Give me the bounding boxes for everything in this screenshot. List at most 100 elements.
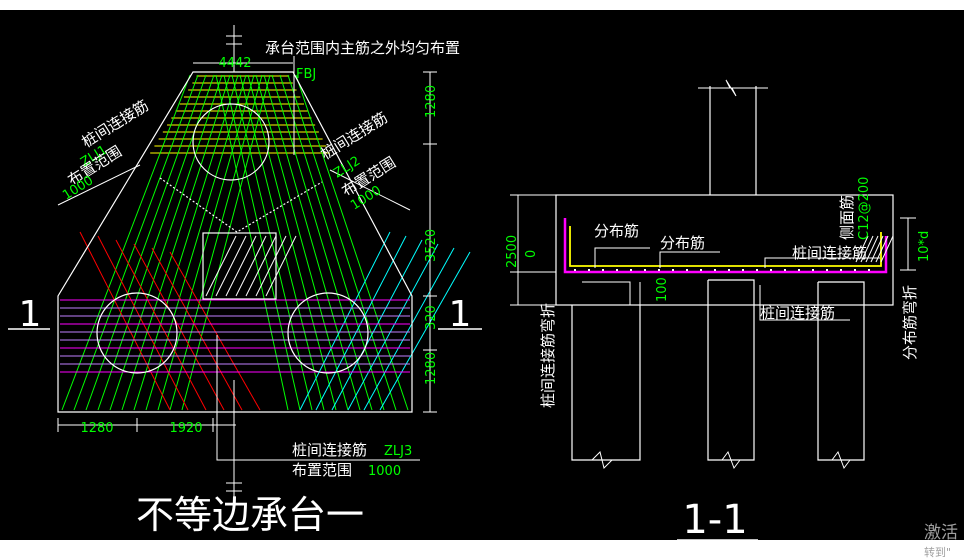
zhuangjian-top-leader <box>764 257 880 268</box>
red-rebar-line <box>115 239 207 411</box>
green-rebar-line-left <box>73 74 199 411</box>
dim-right-ticks <box>423 71 437 413</box>
green-rebar-line-left <box>133 74 239 411</box>
label-10d: 10*d <box>917 231 932 262</box>
red-rebar-line <box>151 247 243 411</box>
green-rebar-line-left <box>145 74 247 411</box>
column-hatch-line <box>225 235 257 297</box>
zlj3-leader <box>216 335 420 461</box>
pile-right <box>287 292 369 374</box>
zhuangjian-bottom-leader <box>759 285 850 321</box>
green-rebar-line-left <box>61 74 191 411</box>
section-main-rebar-magenta <box>563 218 888 274</box>
cap-section-outline <box>555 194 894 306</box>
column-outline <box>202 232 277 300</box>
dim-2500: 2500 <box>505 235 520 268</box>
plan-title: 不等边承台一 <box>136 493 364 537</box>
cyan-rebar-line <box>299 231 391 411</box>
column-hatch-line <box>215 235 247 297</box>
cyan-rebar-line <box>347 243 439 411</box>
cyan-rebar-line <box>379 251 471 411</box>
pile-cap-outline <box>57 71 413 413</box>
fenbu1-leader <box>594 247 650 268</box>
cyan-rebar-line <box>363 247 455 411</box>
green-rebar-line-left <box>121 74 231 411</box>
label-zhuangjian-top: 桩间连接筋 <box>792 244 867 262</box>
watermark-line1: 激活 <box>924 523 958 543</box>
column-break-line <box>698 79 768 97</box>
pile-mid-break <box>721 450 741 470</box>
green-rebar-line-left <box>157 74 255 411</box>
fbj-label: FBJ <box>296 67 316 82</box>
section-mark-right: 1 <box>449 294 472 335</box>
dim-right-value-2: 3520 <box>424 229 439 262</box>
pile-left-top <box>582 281 631 305</box>
green-rebar-line-right <box>215 74 289 411</box>
red-rebar-line <box>133 243 225 411</box>
column-hatch-line <box>235 235 267 297</box>
green-rebar-line-right <box>279 74 385 411</box>
green-rebar-line-left <box>85 74 207 411</box>
red-rebar-line <box>79 231 171 411</box>
green-rebar-line-right <box>231 74 313 411</box>
green-rebar-line-right <box>295 74 409 411</box>
cyan-rebar-line <box>331 239 423 411</box>
dim-100: 100 <box>655 277 670 302</box>
label-cemian: 侧面筋 <box>838 195 856 240</box>
pile-right-break <box>831 450 851 470</box>
column-hatch-line <box>205 235 237 297</box>
dim-0: 0 <box>524 250 539 258</box>
section-mark-left: 1 <box>19 294 42 335</box>
pile-left-break <box>591 451 613 469</box>
green-rebar-line-right <box>223 74 301 411</box>
label-cemian-spec: C12@200 <box>857 177 872 240</box>
pile-top <box>192 103 270 181</box>
zlj2-leader <box>329 169 411 211</box>
column-hatch-line <box>255 235 287 297</box>
dim-right-value-3: 320 <box>424 305 439 330</box>
cyan-rebar-line <box>315 235 407 411</box>
red-rebar-line <box>97 235 189 411</box>
column-hatch-line <box>245 235 277 297</box>
zlj3-line2: 布置范围 <box>292 461 352 479</box>
green-rebar-line-right <box>255 74 349 411</box>
section-title: 1-1 <box>682 497 747 543</box>
section-pile-left <box>571 305 641 461</box>
dim-right-value-4: 1280 <box>424 352 439 385</box>
red-rebar-hatch <box>79 231 261 411</box>
cyan-rebar-hatch <box>299 231 471 411</box>
section-side-hatch-line <box>880 235 894 263</box>
zlj3-code: ZLJ3 <box>384 444 412 459</box>
section-rebar-yellow <box>569 226 882 267</box>
green-rebar-line-right <box>247 74 337 411</box>
watermark-line2: 转到" <box>924 545 951 558</box>
label-fenbu-bend: 分布筋弯折 <box>901 285 919 360</box>
zlj3-line1: 桩间连接筋 <box>292 441 367 459</box>
green-rebar-line-left <box>109 74 223 411</box>
section-1-1-view: 2500 0 100 分布筋 分布筋 桩间连接筋 桩间连接筋 侧面筋 C12@2… <box>505 79 932 543</box>
green-rebar-line-left <box>181 74 271 411</box>
label-zhuang-bend: 桩间连接筋弯折 <box>539 303 557 408</box>
zlj1-leader <box>57 164 141 206</box>
section-rebar-dots <box>574 269 870 271</box>
green-rebar-line-left <box>169 74 263 411</box>
label-fenbu-2: 分布筋 <box>660 234 705 252</box>
column-hatch-line <box>265 235 297 297</box>
dim-top-value: 4442 <box>218 56 251 71</box>
label-zhuangjian-bottom: 桩间连接筋 <box>760 304 835 322</box>
dim-bottom-value-1: 1280 <box>80 421 113 436</box>
section-pile-middle <box>707 279 755 461</box>
magenta-rebar-hatch <box>60 299 410 373</box>
green-rebar-line-right <box>271 74 373 411</box>
zlj3-value: 1000 <box>368 464 401 479</box>
red-rebar-line <box>169 251 261 411</box>
column-hatch <box>205 235 297 297</box>
drawing-background <box>0 10 964 540</box>
green-rebar-line-right <box>263 74 361 411</box>
dim-bottom-value-2: 1920 <box>169 421 202 436</box>
dim-right-value-1: 1280 <box>424 85 439 118</box>
section-pile-right <box>817 281 865 461</box>
label-fenbu-1: 分布筋 <box>594 222 639 240</box>
note-top: 承台范围内主筋之外均匀布置 <box>265 39 460 57</box>
